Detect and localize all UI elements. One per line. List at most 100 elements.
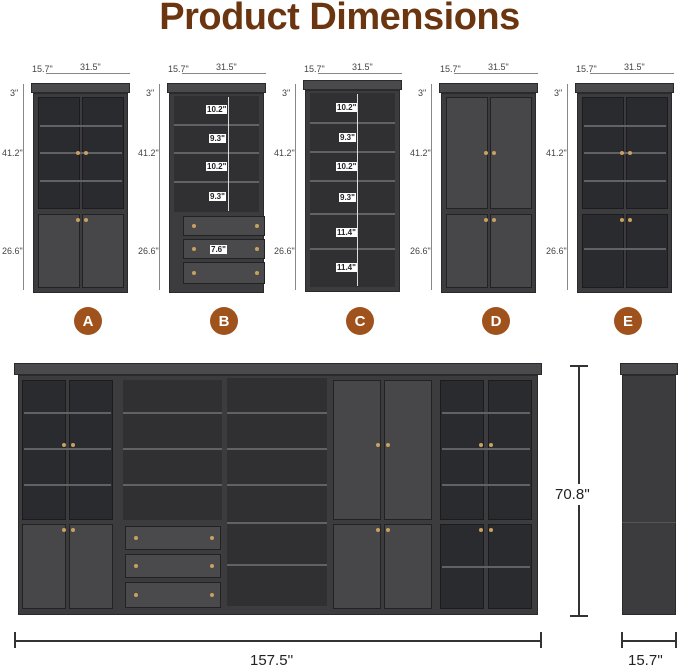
shelf [227, 448, 327, 450]
shelf-height-label: 10.2" [336, 162, 358, 171]
door-knob [492, 218, 496, 222]
door-knob [386, 528, 390, 532]
shelf-height-label: 9.3" [339, 133, 356, 142]
door-knob [62, 528, 66, 532]
door-knob [386, 443, 390, 447]
top-height-label: 3" [146, 88, 155, 98]
arrow-end [621, 632, 623, 648]
door-knob [628, 218, 632, 222]
height-dimension-line [567, 84, 568, 290]
door-knob [492, 151, 496, 155]
upper-height-label: 41.2" [138, 148, 159, 158]
shelf [442, 448, 530, 450]
unit-badge: D [482, 307, 510, 335]
lower-height-label: 26.6" [546, 246, 567, 256]
glass-door-right [626, 214, 668, 288]
depth-label: 15.7" [32, 64, 53, 74]
drawer-knob [192, 224, 196, 228]
door-knob [376, 443, 380, 447]
shelf [227, 412, 327, 414]
arrow-end [14, 632, 16, 648]
shelf [24, 484, 111, 486]
width-label: 31.5" [624, 62, 645, 72]
shelf [584, 248, 666, 250]
drawer-knob [255, 271, 259, 275]
door-knob [76, 218, 80, 222]
glass-door-left [582, 214, 624, 288]
lower-height-label: 26.6" [138, 246, 159, 256]
combined-depth-label: 15.7'' [628, 652, 663, 669]
drawer-knob [255, 224, 259, 228]
cabinet-crown [167, 83, 266, 93]
shelf [40, 125, 122, 127]
width-dimension-arrow [14, 640, 542, 642]
width-dimension-line [454, 73, 538, 74]
door-knob [71, 528, 75, 532]
width-label: 31.5" [488, 62, 509, 72]
barn-door-right [490, 214, 532, 288]
arrow-end [540, 632, 542, 648]
drawer-knob [210, 593, 214, 597]
door-knob [376, 528, 380, 532]
cabinet-crown [439, 83, 538, 93]
arrow-end [570, 615, 588, 617]
glass-door-left [22, 380, 66, 520]
lower-height-label: 26.6" [2, 246, 23, 256]
arrow-end [570, 365, 588, 367]
top-height-label: 3" [554, 88, 563, 98]
barn-door-left [333, 524, 381, 609]
shelf-height-label: 10.2" [206, 105, 228, 114]
wood-door-right [384, 380, 432, 520]
upper-height-label: 41.2" [546, 148, 567, 158]
shelf [442, 484, 530, 486]
width-label: 31.5" [80, 62, 101, 72]
barn-door-left [38, 214, 80, 288]
height-dimension-line [431, 84, 432, 290]
width-label: 31.5" [352, 62, 373, 72]
arrow-end [675, 632, 677, 648]
height-dimension-line [295, 84, 296, 290]
upper-height-label: 41.2" [410, 148, 431, 158]
shelf-height-label: 10.2" [206, 162, 228, 171]
wood-door-left [333, 380, 381, 520]
drawer-knob [192, 247, 196, 251]
depth-label: 15.7" [304, 64, 325, 74]
door-knob [484, 218, 488, 222]
door-knob [489, 528, 493, 532]
shelf [174, 152, 259, 154]
height-dimension-line [159, 84, 160, 290]
door-knob [84, 151, 88, 155]
shelf [123, 412, 222, 414]
width-dimension-line [46, 73, 130, 74]
shelf [174, 124, 259, 126]
shelf-dimension-line [357, 94, 358, 286]
shelf [227, 522, 327, 524]
drawer-knob [134, 593, 138, 597]
door-knob [620, 151, 624, 155]
drawer-knob [255, 247, 259, 251]
depth-label: 15.7" [168, 64, 189, 74]
drawer-knob [210, 536, 214, 540]
depth-label: 15.7" [440, 64, 461, 74]
shelf-height-label: 9.3" [209, 192, 226, 201]
shelf [584, 125, 666, 127]
door-knob [484, 151, 488, 155]
cabinet-crown [31, 83, 130, 93]
depth-label: 15.7" [576, 64, 597, 74]
width-dimension-line [182, 73, 266, 74]
top-height-label: 3" [282, 88, 291, 98]
width-label: 31.5" [216, 62, 237, 72]
top-height-label: 3" [418, 88, 427, 98]
open-shelving [227, 378, 327, 606]
upper-height-label: 41.2" [2, 148, 23, 158]
drawer [183, 262, 265, 284]
shelf [40, 152, 122, 154]
drawer-gap-label: 7.6" [210, 245, 227, 254]
shelf [442, 566, 530, 568]
unit-badge: A [74, 307, 102, 335]
height-dimension-line [23, 84, 24, 290]
barn-door-right [82, 214, 124, 288]
drawer [125, 582, 221, 608]
shelf-height-label: 11.4" [336, 263, 357, 272]
open-shelving [310, 93, 395, 287]
